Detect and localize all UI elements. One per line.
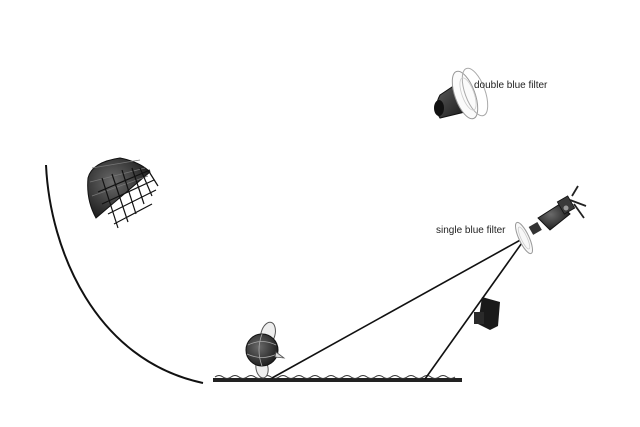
- single-blue-filter: [515, 221, 533, 255]
- beam-line-to-floor: [424, 239, 525, 380]
- double-filter-lamp: [434, 67, 489, 120]
- beam-line-to-subject: [271, 237, 525, 379]
- black-flag: [474, 297, 500, 330]
- double-filter-label: double blue filter: [474, 80, 548, 91]
- grid-softbox: [87, 157, 159, 229]
- single-filter-label: single blue filter: [436, 225, 506, 236]
- subject-object: [245, 321, 286, 379]
- spotlight-head: [528, 185, 587, 235]
- floor-surface: [213, 375, 462, 382]
- backdrop-sweep: [45, 164, 204, 384]
